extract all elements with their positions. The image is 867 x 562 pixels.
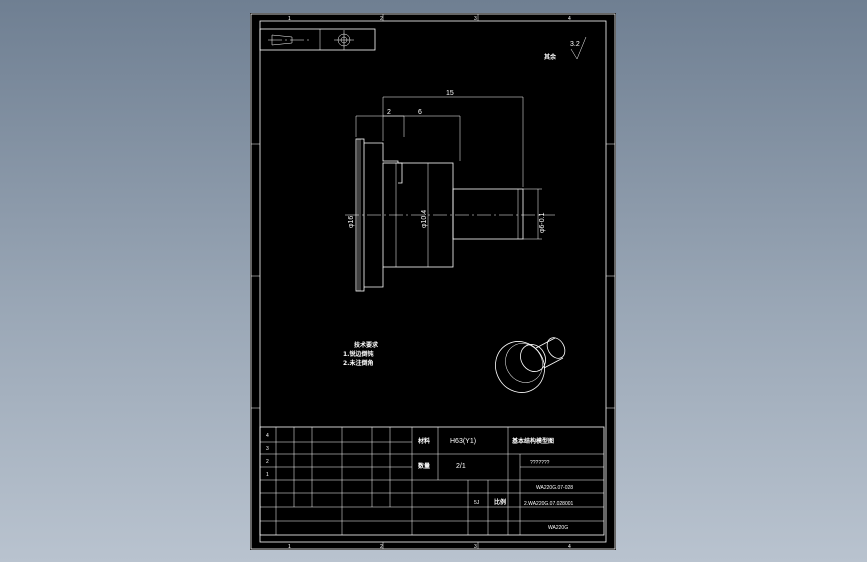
notes-heading: 技术要求 bbox=[354, 341, 379, 349]
dim-dia-flange: φ16 bbox=[348, 216, 355, 228]
label-scale: 数量 bbox=[418, 462, 430, 470]
outer-frame bbox=[250, 13, 616, 550]
top-mark-1: 1 bbox=[288, 16, 291, 22]
roughness-symbol: 3.2 其余 bbox=[544, 36, 587, 61]
bottom-mark-4: 4 bbox=[568, 544, 571, 550]
top-mark-2: 2 bbox=[380, 16, 383, 22]
dim-dia-body: φ10.4 bbox=[421, 210, 428, 228]
row-2: 2 bbox=[266, 459, 269, 465]
row-4: 4 bbox=[266, 433, 269, 439]
top-mark-3: 3 bbox=[474, 16, 477, 22]
title-block bbox=[259, 426, 605, 536]
dim-shoulder: 6 bbox=[418, 109, 422, 116]
notes-line1: 1.锐边倒钝 bbox=[343, 350, 373, 358]
projection-symbol bbox=[259, 28, 376, 51]
notes-line2: 2.未注倒角 bbox=[343, 359, 373, 367]
weight: 5J bbox=[474, 500, 480, 506]
bottom-mark-1: 1 bbox=[288, 544, 291, 550]
bottom-mark-3: 3 bbox=[474, 544, 477, 550]
label-ratio: 比例 bbox=[494, 498, 506, 506]
dim-overall: 15 bbox=[446, 90, 454, 97]
drawing-no-2: 2.WA220G.07.028001 bbox=[524, 501, 574, 507]
bottom-mark-2: 2 bbox=[380, 544, 383, 550]
label-material: 材料 bbox=[417, 437, 430, 445]
scale-value: 2/1 bbox=[456, 463, 466, 470]
part-section-view bbox=[345, 96, 555, 292]
material: H63(Y1) bbox=[450, 438, 476, 445]
drawing-sheet: 1 2 3 4 1 2 3 4 3.2 其余 bbox=[250, 13, 616, 550]
row-3: 3 bbox=[266, 446, 269, 452]
top-mark-4: 4 bbox=[568, 16, 571, 22]
zone-ticks bbox=[251, 14, 615, 549]
part-name: 基本结构模型图 bbox=[511, 437, 554, 445]
row-1: 1 bbox=[266, 472, 269, 478]
unknown-chars: ??????? bbox=[530, 460, 550, 466]
svg-text:3.2: 3.2 bbox=[570, 41, 580, 48]
drawing-no: WA220G.07-028 bbox=[536, 485, 573, 491]
svg-text:其余: 其余 bbox=[544, 53, 557, 61]
dim-flange: 2 bbox=[387, 109, 391, 116]
dim-dia-pin: φ6-0.1 bbox=[539, 212, 546, 233]
isometric-part bbox=[495, 337, 566, 393]
company: WA220G bbox=[548, 525, 568, 531]
inner-frame bbox=[259, 20, 607, 543]
